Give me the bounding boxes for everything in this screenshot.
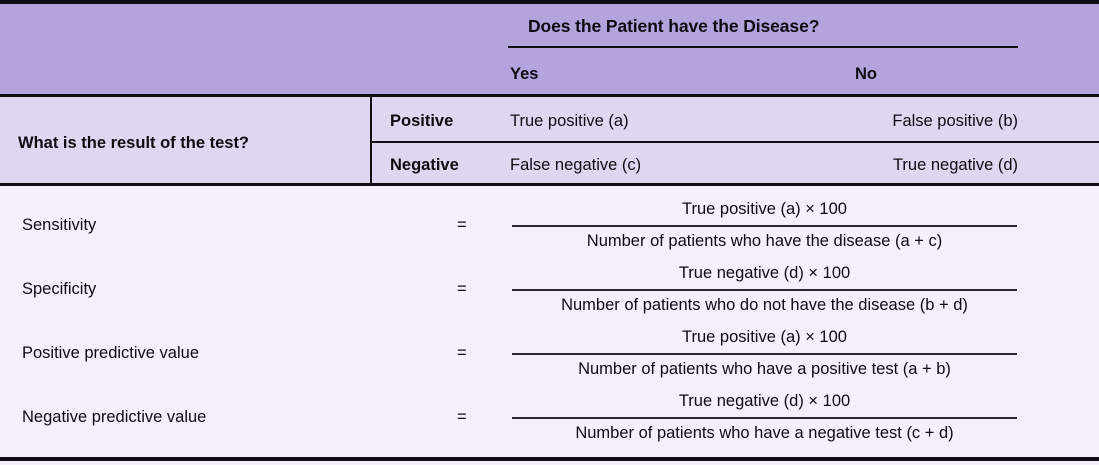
fraction-numerator: True positive (a) × 100 xyxy=(682,200,847,218)
column-header-no: No xyxy=(855,65,877,83)
stub-column-divider xyxy=(370,97,372,183)
fraction-numerator: True negative (d) × 100 xyxy=(678,264,851,282)
fraction-denominator: Number of patients who do not have the d… xyxy=(561,296,968,314)
body-bottom-rule xyxy=(0,183,1099,186)
body-band xyxy=(0,97,1099,183)
formula-equals-sign: = xyxy=(457,216,467,234)
formula-row-sensitivity: Sensitivity = True positive (a) × 100 Nu… xyxy=(0,194,1099,258)
row-header-positive: Positive xyxy=(390,112,454,130)
formula-row-positive-predictive-value: Positive predictive value = True positiv… xyxy=(0,322,1099,386)
formula-equals-sign: = xyxy=(457,344,467,362)
fraction-numerator: True positive (a) × 100 xyxy=(682,328,847,346)
fraction-bar xyxy=(512,289,1017,291)
calculations-band xyxy=(0,186,1099,457)
fraction-bar xyxy=(512,225,1017,227)
formula-equals-sign: = xyxy=(457,408,467,426)
formula-fraction: True negative (d) × 100 Number of patien… xyxy=(512,258,1017,322)
fraction-numerator: True negative (d) × 100 xyxy=(678,392,851,410)
formula-equals-sign: = xyxy=(457,280,467,298)
super-header-underline xyxy=(508,46,1018,48)
formula-label: Positive predictive value xyxy=(22,344,200,362)
column-header-yes: Yes xyxy=(510,65,539,83)
header-bottom-rule xyxy=(0,94,1099,97)
row-divider-rule xyxy=(370,141,1099,143)
fraction-denominator: Number of patients who have a negative t… xyxy=(575,424,954,442)
formula-label: Sensitivity xyxy=(22,216,97,234)
row-header-negative: Negative xyxy=(390,156,459,174)
fraction-denominator: Number of patients who have the disease … xyxy=(586,232,943,250)
formula-row-specificity: Specificity = True negative (d) × 100 Nu… xyxy=(0,258,1099,322)
stub-header-label: What is the result of the test? xyxy=(18,134,250,152)
formula-label: Negative predictive value xyxy=(22,408,207,426)
top-border-rule xyxy=(0,0,1099,4)
formula-fraction: True negative (d) × 100 Number of patien… xyxy=(512,386,1017,450)
formula-fraction: True positive (a) × 100 Number of patien… xyxy=(512,194,1017,258)
fraction-bar xyxy=(512,417,1017,419)
cell-true-negative: True negative (d) xyxy=(892,156,1018,174)
formula-label: Specificity xyxy=(22,280,97,298)
fraction-bar xyxy=(512,353,1017,355)
fraction-denominator: Number of patients who have a positive t… xyxy=(578,360,951,378)
formula-row-negative-predictive-value: Negative predictive value = True negativ… xyxy=(0,386,1099,450)
cell-true-positive: True positive (a) xyxy=(510,112,629,130)
cell-false-negative: False negative (c) xyxy=(510,156,642,174)
bottom-border-rule xyxy=(0,457,1099,461)
formula-fraction: True positive (a) × 100 Number of patien… xyxy=(512,322,1017,386)
super-header-label: Does the Patient have the Disease? xyxy=(528,16,820,36)
cell-false-positive: False positive (b) xyxy=(892,112,1018,130)
header-band xyxy=(0,4,1099,94)
